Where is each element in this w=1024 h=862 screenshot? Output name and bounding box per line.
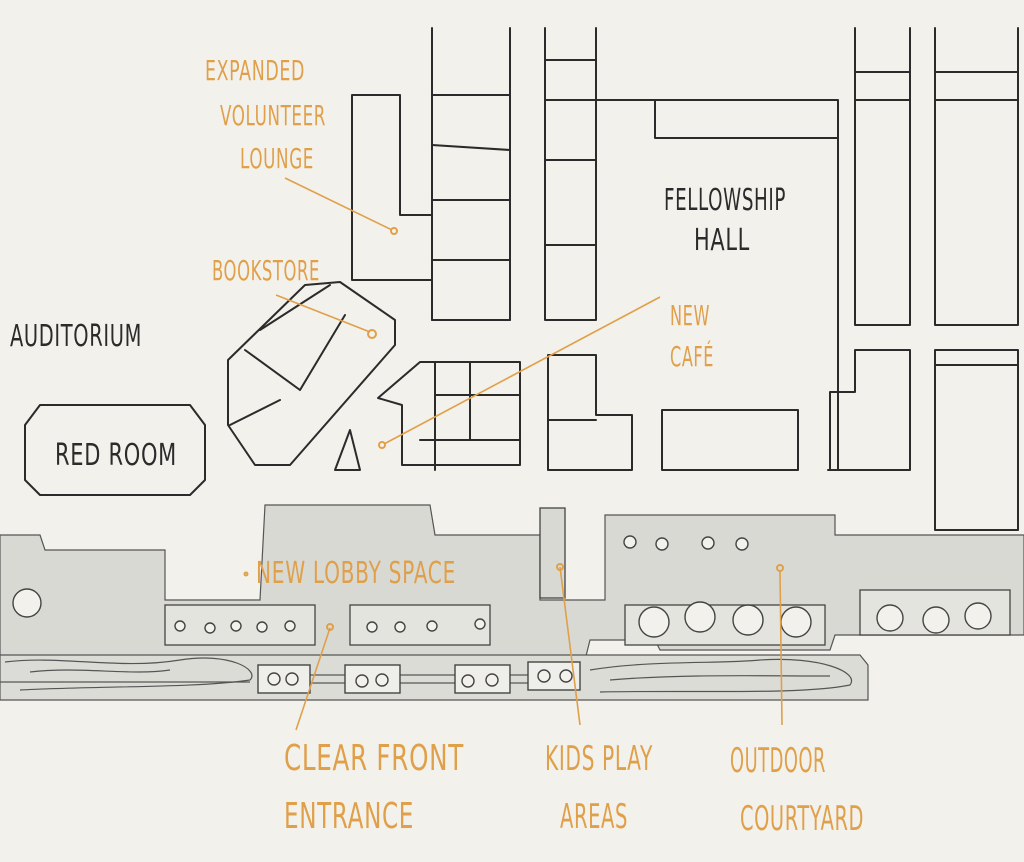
courtyard-label-line1: OUTDOOR xyxy=(730,741,826,781)
new-lobby-label: NEW LOBBY SPACE xyxy=(256,556,456,591)
shrubs xyxy=(12,535,992,688)
cafe-label-line2: CAFÉ xyxy=(670,339,714,373)
kids-play-label-line2: AREAS xyxy=(560,797,628,837)
red-room-label: RED ROOM xyxy=(55,438,177,473)
fellowship-hall-label-line1: FELLOWSHIP xyxy=(664,183,786,218)
walkway-lines xyxy=(0,657,853,693)
auditorium-label: AUDITORIUM xyxy=(10,319,142,354)
entrance-label-line1: CLEAR FRONT xyxy=(284,738,464,779)
kids-play-label-line1: KIDS PLAY xyxy=(545,739,653,779)
building-outlines xyxy=(24,27,1019,531)
planters xyxy=(257,661,581,694)
courtyard-label-line2: COURTYARD xyxy=(740,799,864,839)
callout-leaders xyxy=(243,177,784,731)
volunteer-label-line1: EXPANDED xyxy=(205,54,305,87)
cafe-label-line1: NEW xyxy=(670,299,710,332)
fellowship-hall-label-line2: HALL xyxy=(694,223,750,258)
bookstore-label: BOOKSTORE xyxy=(212,254,320,287)
entrance-label-line2: ENTRANCE xyxy=(284,796,414,837)
volunteer-label-line3: LOUNGE xyxy=(240,142,314,175)
volunteer-label-line2: VOLUNTEER xyxy=(220,99,326,132)
